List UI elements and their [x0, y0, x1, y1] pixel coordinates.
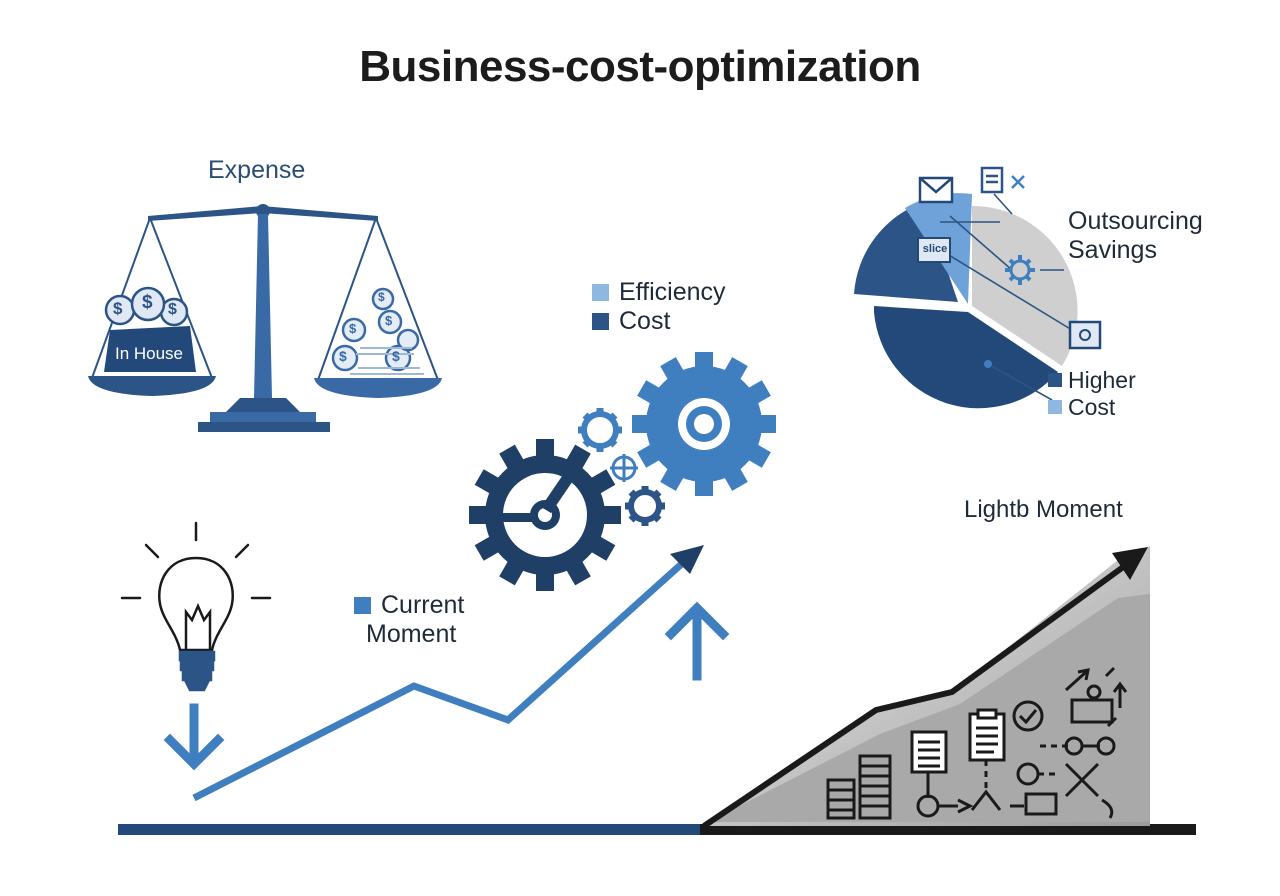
- scale-heading: Expense: [208, 156, 306, 184]
- up-arrow-icon: [664, 601, 730, 681]
- small-gear-icon: [578, 408, 622, 452]
- user-screen-icon: [1064, 666, 1128, 724]
- growth-area-chart: [702, 546, 1150, 829]
- check-circle-icon: [1012, 700, 1044, 732]
- document-icon: [910, 730, 948, 774]
- in-house-label: In House: [114, 344, 184, 363]
- growth-arrowhead-icon: [1112, 547, 1148, 580]
- envelope-icon: [918, 176, 954, 204]
- down-arrow-icon: [163, 703, 225, 771]
- baseline-right: [700, 824, 1196, 835]
- tools-icon: [1011, 175, 1025, 189]
- document-chip-icon: [1068, 320, 1102, 350]
- growth-label: Lightb Moment: [964, 496, 1123, 523]
- process-icons: [826, 666, 1128, 820]
- current-moment-legend: Current: [354, 591, 464, 619]
- legend-swatch: [354, 596, 371, 614]
- coin-pile-icon: [331, 287, 420, 372]
- baseline-left: [118, 824, 708, 835]
- pie-legend-cost: Cost: [1048, 393, 1115, 421]
- legend-label: Efficiency: [619, 278, 726, 306]
- pie-savings-label: Outsourcing Savings: [1068, 207, 1203, 264]
- clipboard-icon: [980, 166, 1004, 194]
- dark-small-gear-icon: [625, 486, 665, 526]
- bar-chart-icon: [826, 754, 892, 820]
- pie-legend-higher: Higher: [1048, 366, 1136, 394]
- current-moment-label-line2: Moment: [366, 620, 457, 648]
- slice-chip-label: slice: [922, 243, 948, 255]
- large-dark-gear-icon: [469, 439, 621, 591]
- coin-stack-icon: [104, 286, 189, 327]
- legend-swatch: [1048, 400, 1062, 414]
- legend-item-cost: Cost: [592, 307, 670, 335]
- pie-chart-icon: [854, 166, 1102, 409]
- trend-arrowhead-icon: [670, 545, 704, 574]
- lightbulb-icon: [120, 521, 272, 692]
- settings-gear-icon: [1005, 255, 1035, 285]
- coin-glyph: $: [378, 290, 385, 304]
- large-blue-gear-icon: [632, 352, 776, 496]
- checklist-icon: [968, 708, 1006, 762]
- gears-icon: [469, 352, 776, 591]
- slice-chip: [917, 237, 951, 263]
- coin-glyph: $: [142, 292, 153, 313]
- coin-glyph: $: [113, 299, 123, 318]
- trend-line: [192, 545, 704, 802]
- current-moment-label-line1: Current: [381, 591, 465, 619]
- coin-glyph: $: [349, 321, 357, 336]
- coin-glyph: $: [392, 348, 400, 364]
- coin-glyph: $: [385, 313, 393, 328]
- legend-label: Higher: [1068, 367, 1136, 393]
- page-title: Business-cost-optimization: [359, 42, 921, 91]
- legend-item-efficiency: Efficiency: [592, 278, 726, 306]
- legend-label: Cost: [1068, 394, 1116, 420]
- legend-label: Cost: [619, 307, 671, 335]
- legend-swatch: [1048, 373, 1062, 387]
- coin-glyph: $: [168, 301, 177, 318]
- legend-swatch: [592, 283, 609, 301]
- tiny-gear-icon: [610, 454, 638, 482]
- balance-scale-icon: [88, 204, 442, 432]
- legend-swatch: [592, 312, 609, 330]
- coin-glyph: $: [339, 348, 347, 364]
